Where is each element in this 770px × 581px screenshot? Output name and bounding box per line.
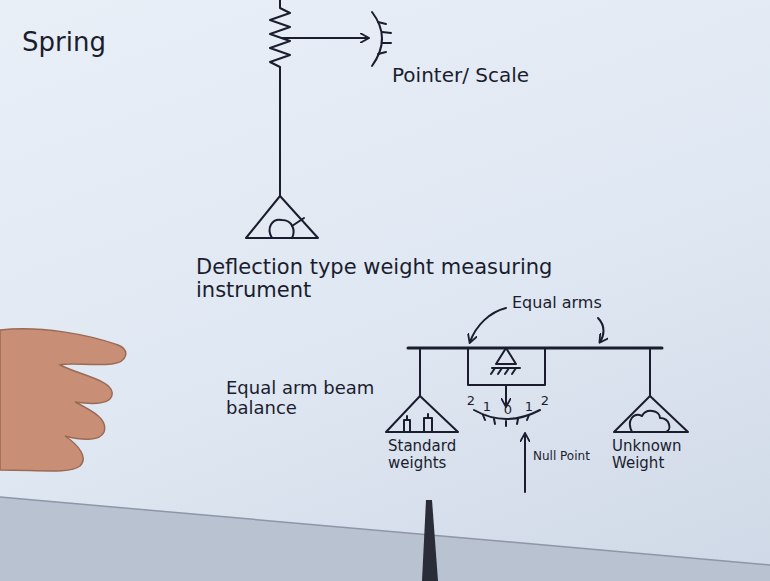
pan <box>246 196 318 238</box>
part-name: Spring <box>22 28 132 57</box>
scale-number: 1 <box>522 400 536 414</box>
hand <box>0 329 126 471</box>
scale-number: 1 <box>480 400 494 414</box>
pan <box>386 396 458 432</box>
part-name: Null Point <box>533 450 593 463</box>
pen <box>422 500 438 581</box>
part-name: Equal arms <box>512 294 622 312</box>
caption-note: Equal arm beam balance <box>226 378 386 418</box>
part-name: Standard weights <box>388 438 478 471</box>
beam <box>408 347 662 350</box>
table-edge <box>0 497 770 581</box>
scale-number: 0 <box>501 403 515 417</box>
part-name: Unknown Weight <box>612 438 702 471</box>
pan <box>614 396 688 432</box>
scale-number: 2 <box>538 394 552 408</box>
part-name: Pointer/ Scale <box>392 64 542 86</box>
scale-number: 2 <box>464 394 478 408</box>
